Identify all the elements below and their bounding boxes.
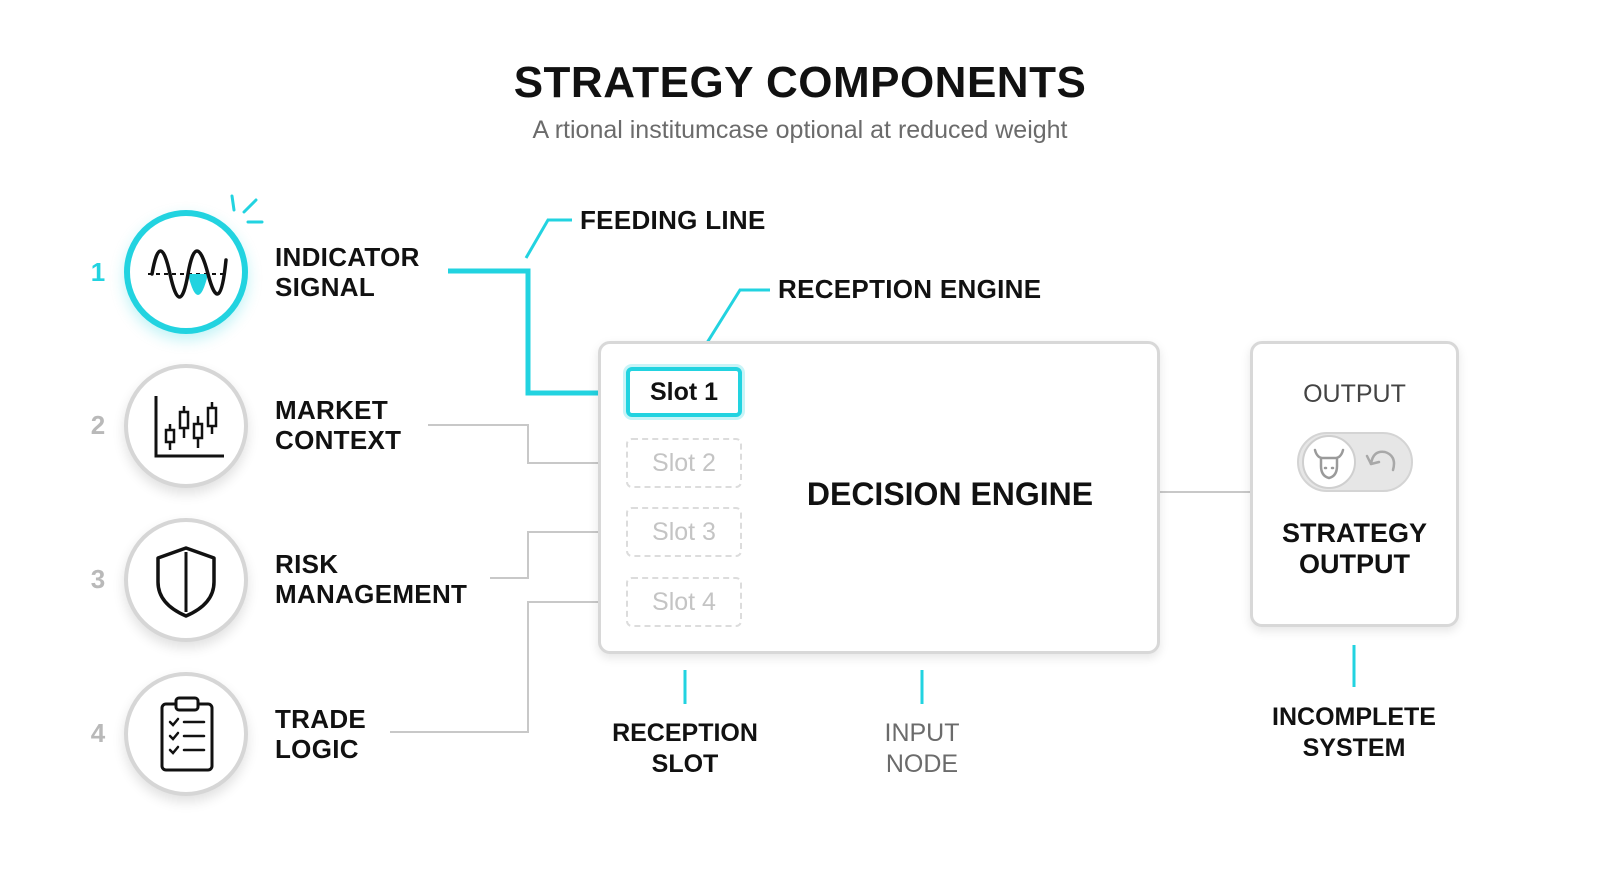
component-risk-management[interactable] — [124, 518, 248, 642]
reception-engine-leader — [698, 288, 770, 355]
component-label-market-context: MARKET CONTEXT — [275, 395, 402, 455]
slot-1[interactable]: Slot 1 — [626, 367, 742, 417]
reception-slot-label: RECEPTION SLOT — [612, 719, 758, 778]
component-trade-logic[interactable] — [124, 672, 248, 796]
candlestick-chart-icon — [154, 396, 224, 458]
component-label-indicator-signal: INDICATOR SIGNAL — [275, 242, 420, 302]
sparkle-accent — [230, 194, 264, 224]
input-node-label: INPUT NODE — [884, 719, 960, 778]
shield-icon — [156, 546, 216, 618]
component-number-1: 1 — [90, 257, 106, 287]
callout-feeding-line: FEEDING LINE — [580, 205, 766, 235]
output-toggle[interactable] — [1297, 432, 1413, 492]
feeding-line-leader — [524, 218, 572, 259]
undo-arrow-icon — [1365, 450, 1396, 472]
output-heading: OUTPUT — [1303, 380, 1406, 408]
component-number-3: 3 — [90, 564, 106, 594]
trade-logic-wire — [390, 601, 626, 733]
strategy-output-label: STRATEGY OUTPUT — [1281, 518, 1427, 579]
callout-reception-engine: RECEPTION ENGINE — [778, 274, 1042, 304]
slot-4[interactable]: Slot 4 — [626, 577, 742, 627]
component-number-2: 2 — [90, 410, 106, 440]
page-title: STRATEGY COMPONENTS — [513, 58, 1087, 107]
component-label-risk-management: RISK MANAGEMENT — [275, 549, 468, 609]
feeding-line-wire — [448, 268, 624, 396]
component-label-trade-logic: TRADE LOGIC — [275, 704, 367, 764]
component-market-context[interactable] — [124, 364, 248, 488]
sine-wave-icon — [148, 249, 228, 299]
slot-3[interactable]: Slot 3 — [626, 507, 742, 557]
incomplete-system-label: INCOMPLETE SYSTEM — [1272, 703, 1436, 762]
page-subtitle: A rtional institumcase optional at reduc… — [532, 116, 1068, 144]
clipboard-checklist-icon — [160, 696, 214, 772]
risk-management-wire — [490, 531, 626, 579]
market-context-wire — [428, 424, 626, 464]
bull-icon — [1313, 448, 1345, 480]
component-indicator-signal[interactable] — [124, 210, 248, 334]
slot-2[interactable]: Slot 2 — [626, 438, 742, 488]
component-number-4: 4 — [90, 718, 106, 748]
decision-engine-title: DECISION ENGINE — [806, 476, 1094, 512]
